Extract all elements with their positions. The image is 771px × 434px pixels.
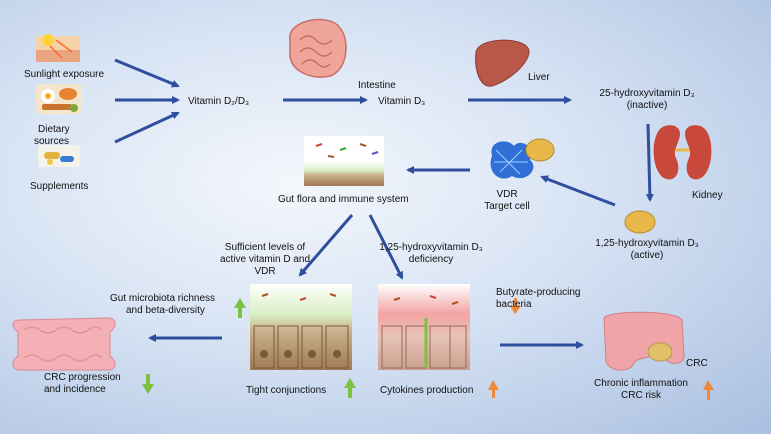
label-sources: sources bbox=[34, 136, 70, 147]
crc-risk-increase-arrow bbox=[703, 380, 714, 400]
arrow-liver-to-kidney bbox=[645, 123, 654, 202]
vdr-cell-icon bbox=[490, 138, 555, 179]
label-vdr: VDR bbox=[496, 189, 518, 200]
label-sunlight: Sunlight exposure bbox=[24, 69, 105, 80]
liver-icon bbox=[475, 39, 530, 87]
label-intestine: Intestine bbox=[358, 80, 396, 91]
healthy-epithelium-icon bbox=[250, 284, 352, 370]
label-target-cell: Target cell bbox=[484, 201, 530, 212]
label-crc-progression: CRC progression bbox=[44, 372, 121, 383]
pill-icon bbox=[38, 145, 80, 167]
inflamed-epithelium-icon bbox=[378, 284, 470, 370]
arrow-sunlight-to-vitamin bbox=[114, 58, 180, 88]
sun-skin-icon bbox=[36, 34, 80, 62]
label-gut-flora: Gut flora and immune system bbox=[278, 194, 409, 205]
tight-junction-increase-arrow bbox=[344, 378, 356, 398]
label-crc: CRC bbox=[686, 358, 708, 369]
arrow-kidney-to-vdr bbox=[540, 175, 616, 207]
intestine-icon bbox=[289, 18, 347, 78]
tumor-colon-icon bbox=[603, 311, 685, 371]
arrow-gut-to-healthy bbox=[298, 214, 354, 277]
label-chronic-inflammation: Chronic inflammation bbox=[594, 378, 688, 389]
flow-arrows bbox=[114, 58, 654, 349]
butyrate-decrease-arrow bbox=[510, 298, 521, 314]
label-125-active: 1,25-hydroxyvitamin D₃ bbox=[595, 238, 699, 249]
label-deficiency-2: deficiency bbox=[408, 254, 454, 265]
label-vitamin-d3: Vitamin D₃ bbox=[378, 96, 426, 107]
kidney-icon bbox=[653, 125, 712, 180]
label-sufficient-1: Sufficient levels of bbox=[224, 242, 306, 253]
cytokines-increase-arrow bbox=[488, 380, 499, 398]
indicator-arrows bbox=[142, 298, 714, 400]
label-dietary: Dietary bbox=[38, 124, 70, 135]
arrow-supplements-to-vitamin bbox=[114, 111, 180, 144]
label-vitamin-d2d3: Vitamin D₂/D₃ bbox=[188, 96, 250, 107]
label-sufficient-3: VDR bbox=[254, 266, 276, 277]
label-microbiota-2: and beta-diversity bbox=[126, 305, 205, 316]
healthy-colon-icon bbox=[12, 317, 116, 371]
label-kidney: Kidney bbox=[692, 190, 723, 201]
label-microbiota-1: Gut microbiota richness bbox=[110, 293, 216, 304]
label-inactive: (inactive) bbox=[626, 100, 668, 111]
label-active: (active) bbox=[630, 250, 664, 261]
label-25-hydroxyvitamin: 25-hydroxyvitamin D₃ bbox=[599, 88, 695, 99]
label-crc-risk: CRC risk bbox=[621, 390, 661, 401]
label-sufficient-2: active vitamin D and bbox=[219, 254, 311, 265]
label-deficiency-1: 1,25-hydroxyvitamin D₃ bbox=[379, 242, 483, 253]
label-supplements: Supplements bbox=[30, 181, 89, 192]
label-butyrate-2: bacteria bbox=[496, 299, 532, 310]
food-icon bbox=[36, 84, 82, 114]
gut-flora-icon bbox=[304, 136, 384, 186]
label-cytokines: Cytokines production bbox=[380, 385, 474, 396]
microbiota-increase-arrow bbox=[234, 298, 246, 318]
active-vitamin-icon bbox=[624, 210, 656, 234]
label-butyrate-1: Butyrate-producing bbox=[496, 287, 581, 298]
label-incidence: and incidence bbox=[44, 384, 106, 395]
crc-progression-decrease-arrow bbox=[142, 374, 154, 394]
arrow-gut-to-deficiency bbox=[368, 214, 404, 280]
label-tight-conjunctions: Tight conjunctions bbox=[246, 385, 327, 396]
label-liver: Liver bbox=[528, 72, 550, 83]
